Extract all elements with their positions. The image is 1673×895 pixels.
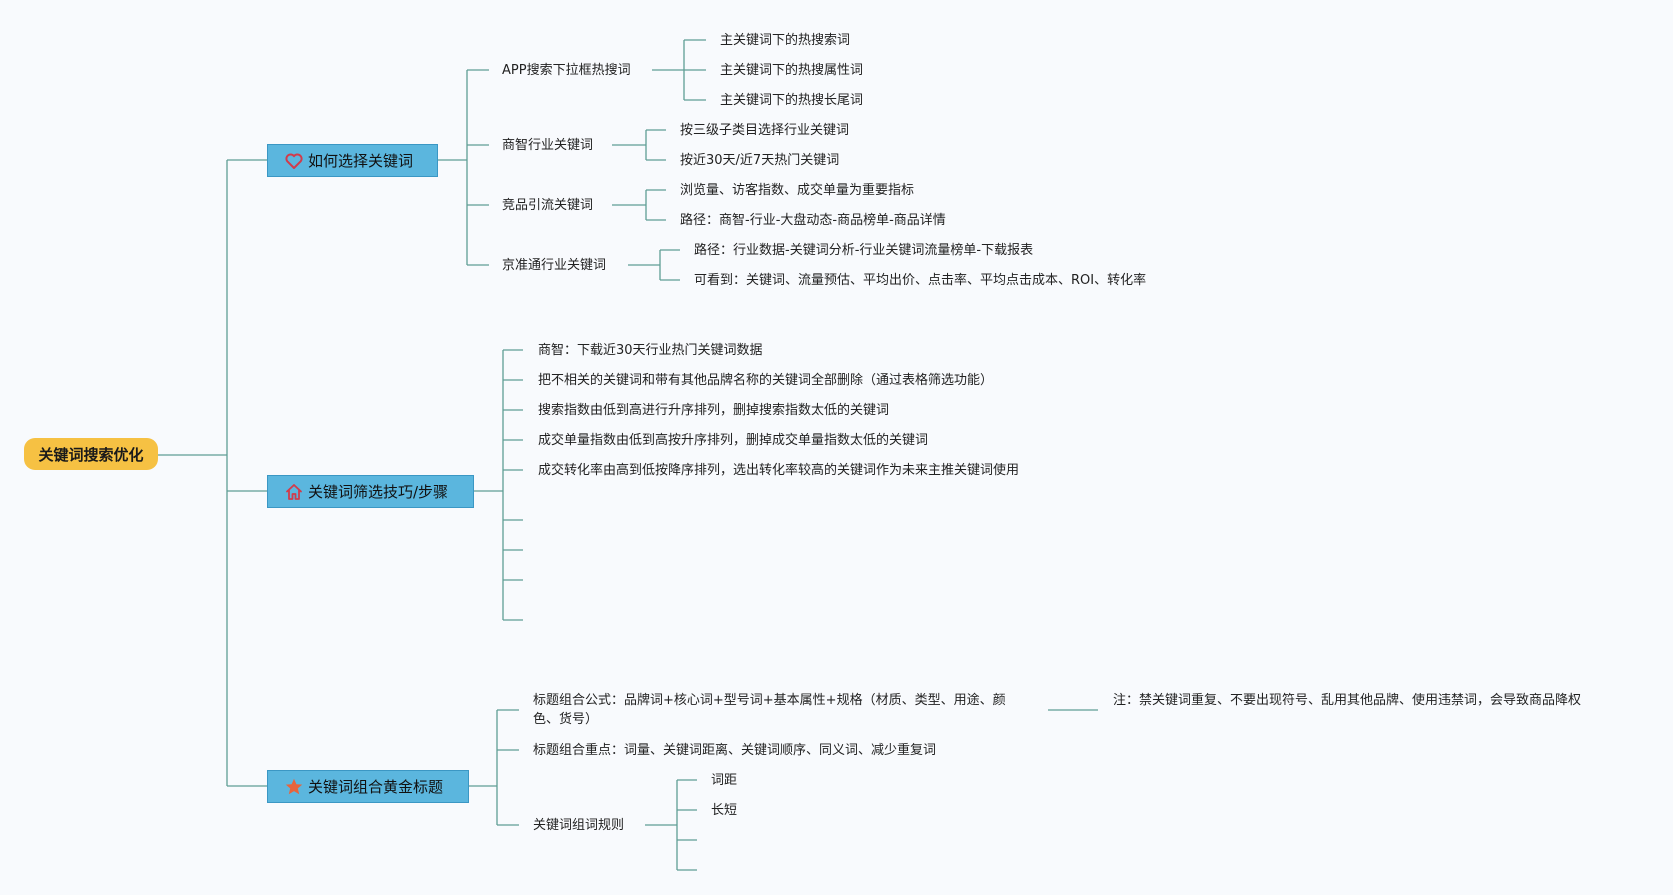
branch-node-choose-keywords[interactable]: 如何选择关键词 (267, 144, 438, 177)
step-item[interactable]: 把不相关的关键词和带有其他品牌名称的关键词全部删除（通过表格筛选功能） (538, 373, 994, 388)
branch-node-label: 关键词筛选技巧/步骤 (308, 483, 449, 501)
subtopic-shangzhi[interactable]: 商智行业关键词 (502, 138, 594, 153)
branch-node-filter-steps[interactable]: 关键词筛选技巧/步骤 (267, 475, 474, 508)
leaf-node[interactable]: 浏览量、访客指数、成交单量为重要指标 (680, 183, 915, 198)
combo-rule-node[interactable]: 关键词组词规则 (533, 818, 625, 833)
step-item[interactable]: 搜索指数由低到高进行升序排列，删掉搜索指数太低的关键词 (538, 403, 890, 418)
subtopic-jingzhuntong[interactable]: 京准通行业关键词 (502, 258, 607, 273)
house-icon (284, 482, 304, 502)
leaf-node[interactable]: 可看到：关键词、流量预估、平均出价、点击率、平均点击成本、ROI、转化率 (694, 273, 1147, 288)
star-icon (284, 777, 304, 797)
heart-icon (284, 151, 304, 171)
leaf-node[interactable]: 主关键词下的热搜索词 (720, 33, 851, 48)
branch-node-label: 如何选择关键词 (308, 152, 414, 170)
step-item[interactable]: 商智：下载近30天行业热门关键词数据 (538, 343, 763, 358)
leaf-node[interactable]: 主关键词下的热搜长尾词 (720, 93, 864, 108)
step-item[interactable]: 成交转化率由高到低按降序排列，选出转化率较高的关键词作为未来主推关键词使用 (538, 463, 1020, 478)
title-focus-node[interactable]: 标题组合重点：词量、关键词距离、关键词顺序、同义词、减少重复词 (533, 743, 937, 758)
leaf-node[interactable]: 按近30天/近7天热门关键词 (680, 153, 840, 168)
root-node-label: 关键词搜索优化 (38, 445, 144, 464)
leaf-node[interactable]: 主关键词下的热搜属性词 (720, 63, 864, 78)
leaf-node[interactable]: 长短 (711, 803, 738, 818)
subtopic-app-dropdown[interactable]: APP搜索下拉框热搜词 (502, 63, 631, 78)
leaf-node[interactable]: 路径：行业数据-关键词分析-行业关键词流量榜单-下载报表 (694, 243, 1034, 258)
title-formula-node[interactable]: 标题组合公式：品牌词+核心词+型号词+基本属性+规格（材质、类型、用途、颜色、货… (533, 693, 1006, 727)
leaf-node[interactable]: 路径：商智-行业-大盘动态-商品榜单-商品详情 (680, 213, 946, 228)
subtopic-competitor[interactable]: 竞品引流关键词 (502, 198, 594, 213)
step-item[interactable]: 成交单量指数由低到高按升序排列，删掉成交单量指数太低的关键词 (538, 433, 929, 448)
branch-node-title-combo[interactable]: 关键词组合黄金标题 (267, 770, 469, 803)
note-node[interactable]: 注：禁关键词重复、不要出现符号、乱用其他品牌、使用违禁词，会导致商品降权 (1113, 693, 1582, 708)
leaf-node[interactable]: 按三级子类目选择行业关键词 (680, 123, 850, 138)
leaf-node[interactable]: 词距 (711, 773, 738, 788)
root-node[interactable]: 关键词搜索优化 (24, 438, 158, 470)
branch-node-label: 关键词组合黄金标题 (308, 778, 444, 796)
